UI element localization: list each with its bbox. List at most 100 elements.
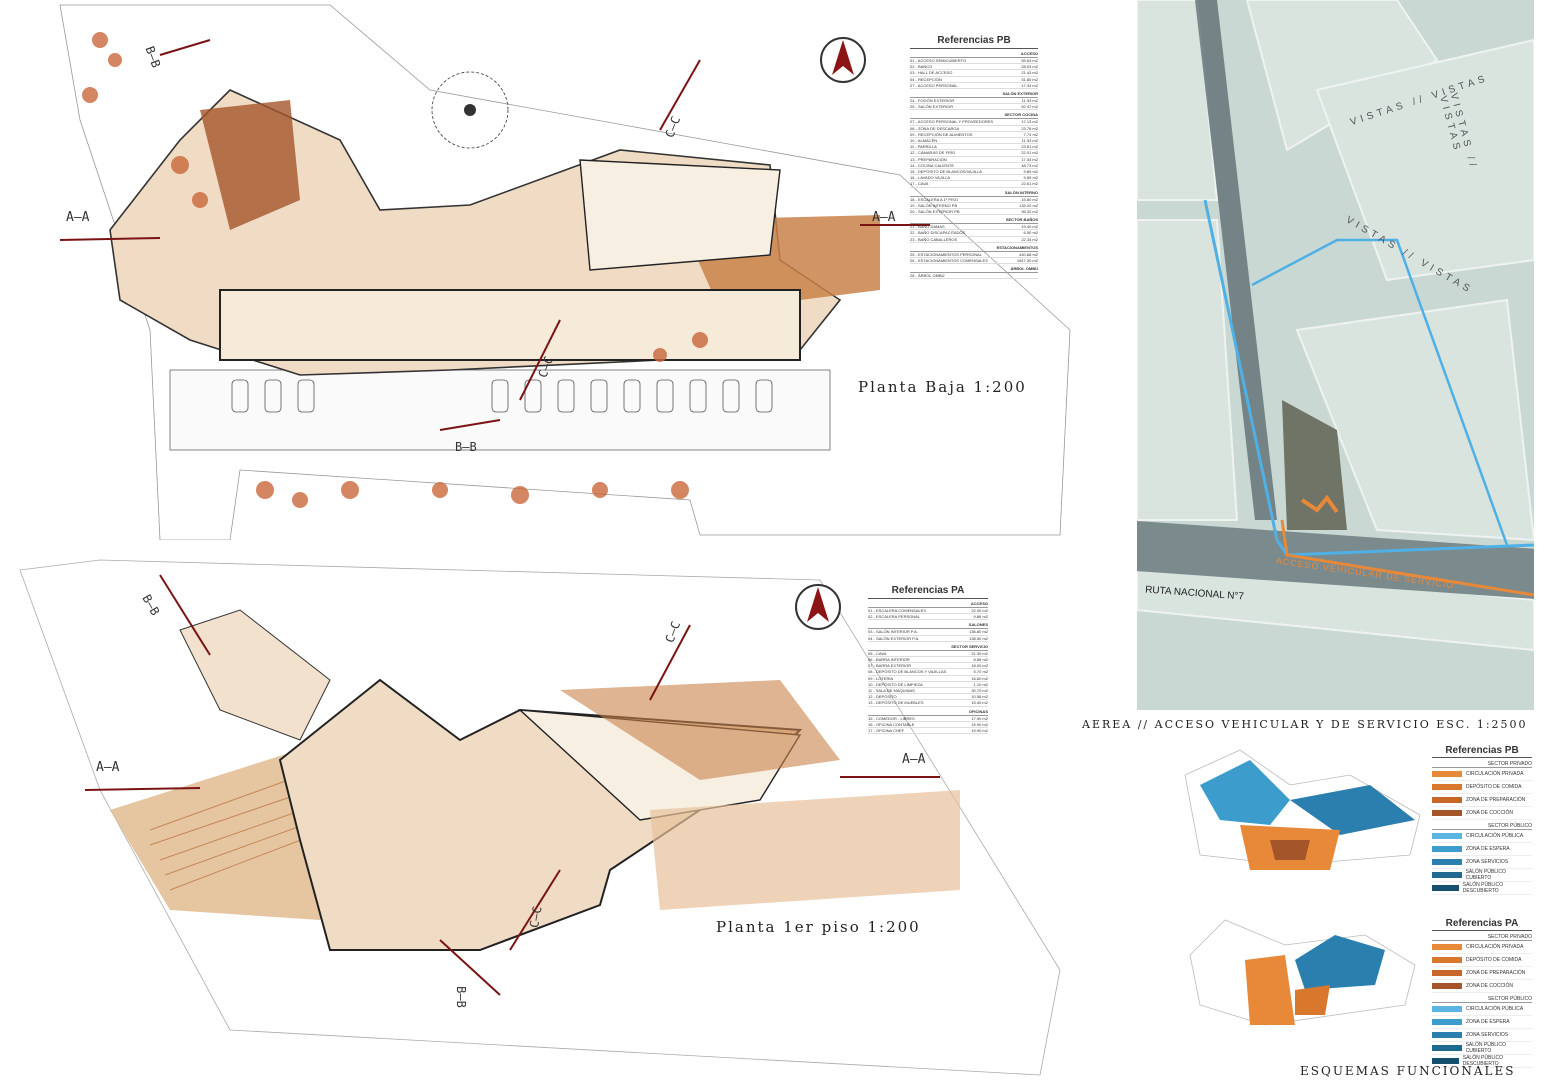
scheme-pa bbox=[1189, 919, 1416, 1026]
legend_pa-item-label: ZONA DE COCCIÓN bbox=[1466, 983, 1513, 989]
refs_pb-section-header: ESTACIONAMIENTOS bbox=[910, 245, 1038, 252]
refs_pa-row-value: 8.56 m2 bbox=[973, 657, 988, 663]
refs_pb-section-header: SALÓN INTERNO bbox=[910, 190, 1038, 197]
legend_pa-item: SALÓN PÚBLICO DESCUBIERTO bbox=[1432, 1055, 1532, 1068]
legend_pb-swatch bbox=[1432, 771, 1462, 777]
refs_pb-row-value: 6.50 m2 bbox=[1023, 230, 1038, 236]
first-floor-plan bbox=[19, 559, 1061, 1076]
legend_pa-swatch bbox=[1432, 1006, 1462, 1012]
refs_pa-row-value: 16.60 m2 bbox=[971, 675, 988, 681]
refs_pb-row-value: 28.03 m2 bbox=[1021, 64, 1038, 70]
refs_pa-row-label: 11 - SALA DE MÁQUINAS bbox=[868, 688, 915, 694]
refs_pb-row-label: 09 - RECEPCIÓN DE ALIMENTOS bbox=[910, 131, 973, 137]
refs_pb-row-label: 25 - SALÓN EXTERIOR bbox=[910, 104, 954, 110]
legend_pb-swatch bbox=[1432, 872, 1462, 878]
refs_pa-row-label: 01 - ESCALERA COMENSALES bbox=[868, 608, 927, 613]
legend_pa-swatch bbox=[1432, 983, 1462, 989]
legend_pb-item: ZONA DE PREPARACIÓN bbox=[1432, 794, 1532, 807]
legend_pa-item-label: ZONA DE PREPARACIÓN bbox=[1466, 970, 1526, 976]
legend_pa-swatch bbox=[1432, 1045, 1462, 1051]
refs_pa-row-label: 16 - OFICINA CONTABLE bbox=[868, 721, 915, 727]
legend_pb-item-label: SALÓN PÚBLICO DESCUBIERTO bbox=[1462, 882, 1504, 894]
legend_pb-swatch bbox=[1432, 810, 1462, 816]
legend_pb-item-label: CIRCULACIÓN PÚBLICA bbox=[1466, 833, 1524, 839]
scheme-pb bbox=[1184, 749, 1421, 870]
refs_pb-row-value: 48.73 m2 bbox=[1021, 162, 1038, 168]
refs_pa-row-label: 04 - SALÓN EXTERIOR P.A. bbox=[868, 635, 920, 641]
legend_pb-item-label: ZONA DE ESPERA bbox=[1466, 846, 1510, 852]
legend_pa-item: ZONA DE PREPARACIÓN bbox=[1432, 967, 1532, 980]
refs_pb-section-header: ACCESO bbox=[910, 51, 1038, 58]
refs_pa-row-value: 9.86 m2 bbox=[973, 614, 988, 620]
refs_pb-row-value: 55.63 m2 bbox=[1021, 58, 1038, 63]
legend_pb-item: SALÓN PÚBLICO DESCUBIERTO bbox=[1432, 882, 1532, 895]
legend_pb-item-label: ZONA DE COCCIÓN bbox=[1466, 810, 1513, 816]
legend_pa-swatch bbox=[1432, 957, 1462, 963]
aerial-map bbox=[1137, 0, 1534, 710]
refs_pb-row-value: 17.13 m2 bbox=[1021, 119, 1038, 125]
refs_pa-section-header: SECTOR SERVICIO bbox=[868, 644, 988, 651]
legend_pb-item: CIRCULACIÓN PRIVADA bbox=[1432, 768, 1532, 781]
refs_pb-row: 02 - BANCO 28.03 m2 bbox=[910, 64, 1038, 71]
refs_pb-row-value: 440.88 m2 bbox=[1019, 251, 1038, 257]
legend_pb-group-header: SECTOR PRIVADO bbox=[1432, 761, 1532, 768]
refs_pb-row-value: 31.80 m2 bbox=[1021, 76, 1038, 82]
refs_pb-row-label: 27 - ACCESO PERSONAL bbox=[910, 82, 958, 88]
refs_pb-row-label: 07 - ACCESO PERSONAL Y PROVEEDORES bbox=[910, 119, 994, 125]
refs_pb-row-label: 12 - CÁMARAS DE FRÍO bbox=[910, 150, 956, 156]
legend_pa-item: CIRCULACIÓN PÚBLICA bbox=[1432, 1003, 1532, 1016]
refs_pa-row-value: 22.00 m2 bbox=[971, 608, 988, 613]
pa-section-label-aa-right: A–A bbox=[902, 752, 926, 767]
references-pa-title: Referencias PA bbox=[868, 585, 988, 599]
legend_pb-item-label: CIRCULACIÓN PRIVADA bbox=[1466, 771, 1524, 777]
ground-floor-title: Planta Baja 1:200 bbox=[858, 378, 1027, 396]
refs_pa-row-label: 13 - DEPÓSITO DE MUEBLES bbox=[868, 700, 924, 706]
refs_pb-row-value: 133.20 m2 bbox=[1019, 202, 1038, 208]
refs_pb-row-label: 10 - ALMACÉN bbox=[910, 138, 938, 144]
legend_pb-group-header: SECTOR PÚBLICO bbox=[1432, 823, 1532, 830]
refs_pb-row-value: 22.34 m2 bbox=[1021, 236, 1038, 242]
legend_pa-item: SALÓN PÚBLICO CUBIERTO bbox=[1432, 1042, 1532, 1055]
refs_pb-row-value: 23.51 m2 bbox=[1021, 144, 1038, 150]
refs_pb-row-label: 26 - ESTACIONAMIENTOS COMENSALES bbox=[910, 258, 988, 264]
legend_pb-swatch bbox=[1432, 833, 1462, 839]
legend_pa-item-label: CIRCULACIÓN PRIVADA bbox=[1466, 944, 1524, 950]
refs_pb-row-label: 13 - PREPARACIÓN bbox=[910, 156, 947, 162]
legend_pa-item-label: ZONA DE ESPERA bbox=[1466, 1019, 1510, 1025]
refs_pb-section-header: ÁRBOL OMBÚ bbox=[910, 266, 1038, 274]
refs_pb-row-label: 04 - RECEPCIÓN bbox=[910, 76, 942, 82]
first-floor-title: Planta 1er piso 1:200 bbox=[716, 918, 921, 936]
refs_pb-row-label: 18 - ESCALERA A 1º PISO bbox=[910, 196, 958, 202]
refs_pb-row-label: 24 - FOGÓN EXTERIOR bbox=[910, 98, 955, 104]
legend_pb-item: DEPÓSITO DE COMIDA bbox=[1432, 781, 1532, 794]
legend-pb-body: SECTOR PRIVADO CIRCULACIÓN PRIVADA DEPÓSIT… bbox=[1432, 761, 1532, 895]
refs_pb-row-label: 02 - BANCO bbox=[910, 64, 933, 70]
refs_pb-row-label: 17 - CAVA bbox=[910, 181, 929, 187]
refs_pa-row-label: 03 - SALÓN INTERIOR P.A. bbox=[868, 629, 918, 635]
refs_pa-row-label: 15 - COMEDOR - LIBRES bbox=[868, 715, 915, 721]
legend_pa-group-header: SECTOR PÚBLICO bbox=[1432, 996, 1532, 1003]
refs_pa-row-label: 17 - OFICINA CHEF bbox=[868, 728, 905, 734]
aerial-view: VISTAS // VISTAS VISTAS // VISTAS VISTAS… bbox=[1137, 0, 1534, 710]
refs_pb-row-value: 9.89 m2 bbox=[1023, 175, 1038, 181]
legend_pa-item: ZONA SERVICIOS bbox=[1432, 1029, 1532, 1042]
legend_pb-item: CIRCULACIÓN PÚBLICA bbox=[1432, 830, 1532, 843]
refs_pa-row-label: 10 - DEPÓSITO DE LIMPIEZA bbox=[868, 681, 923, 687]
